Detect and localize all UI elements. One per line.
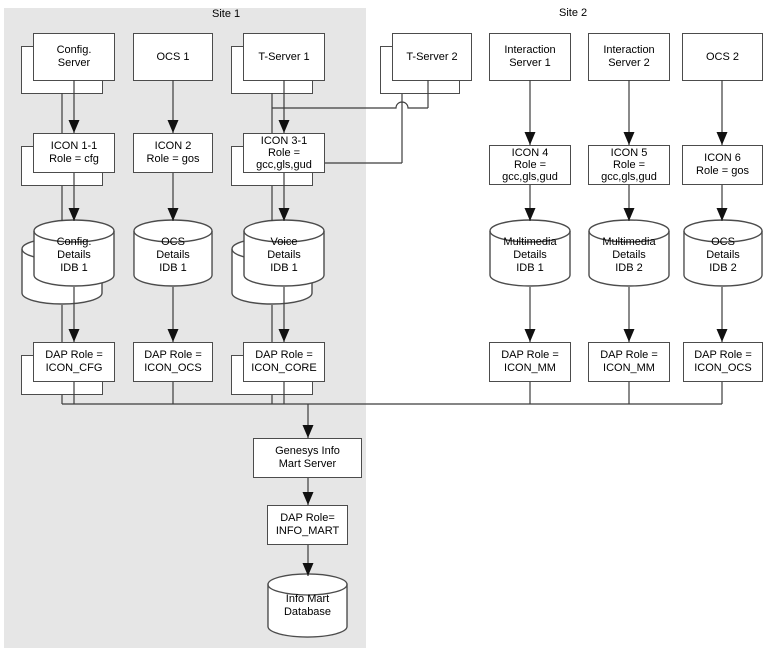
voice-details-idb1-label: Voice Details IDB 1 (267, 236, 301, 274)
dap-info-mart-node: DAP Role= INFO_MART (267, 505, 348, 545)
dap-info-mart-label: DAP Role= INFO_MART (275, 512, 340, 537)
interaction-server1-label: Interaction Server 1 (504, 44, 556, 69)
icon-6-node: ICON 6 Role = gos (682, 145, 763, 185)
config-details-idb1-label: Config. Details IDB 1 (56, 236, 92, 274)
mm-details-idb2-label: Multimedia Details IDB 2 (602, 236, 656, 274)
genesys-info-mart-server-node: Genesys Info Mart Server (253, 438, 362, 478)
interaction-server2-label: Interaction Server 2 (603, 44, 655, 69)
config-details-idb1-node: Config. Details IDB 1 (21, 219, 115, 305)
info-mart-database-label: Info Mart Database (283, 593, 332, 618)
config-server-label: Config. Server (56, 44, 92, 69)
icon-2-label: ICON 2 Role = gos (146, 140, 200, 165)
dap-icon-mm1-node: DAP Role = ICON_MM (489, 342, 571, 382)
mm-details-idb2-node: Multimedia Details IDB 2 (588, 219, 670, 287)
tserver1-label: T-Server 1 (258, 50, 310, 63)
site1-panel (4, 8, 366, 648)
dap-icon-ocs2-node: DAP Role = ICON_OCS (683, 342, 763, 382)
ocs-details-idb1-node: OCS Details IDB 1 (133, 219, 213, 287)
mm-details-idb1-node: Multimedia Details IDB 1 (489, 219, 571, 287)
database-cylinder-shape (267, 573, 348, 638)
info-mart-database-node: Info Mart Database (267, 573, 348, 638)
icon-1-1-node: ICON 1-1 Role = cfg (21, 133, 115, 186)
config-server-node: Config. Server (21, 33, 115, 94)
dap-icon-cfg-label: DAP Role = ICON_CFG (45, 349, 103, 374)
icon-3-1-label: ICON 3-1 Role = gcc,gls,gud (256, 135, 312, 171)
dap-icon-ocs2-label: DAP Role = ICON_OCS (694, 349, 752, 374)
tserver2-node: T-Server 2 (380, 33, 472, 94)
ocs2-label: OCS 2 (705, 50, 739, 63)
ocs-details-idb2-label: OCS Details IDB 2 (706, 236, 740, 274)
icon-4-label: ICON 4 Role = gcc,gls,gud (502, 147, 558, 183)
ocs1-label: OCS 1 (156, 50, 190, 63)
icon-1-1-label: ICON 1-1 Role = cfg (49, 140, 99, 165)
icon-5-label: ICON 5 Role = gcc,gls,gud (601, 147, 657, 183)
dap-icon-cfg-node: DAP Role = ICON_CFG (21, 342, 115, 395)
ocs2-node: OCS 2 (682, 33, 763, 81)
interaction-server2-node: Interaction Server 2 (588, 33, 670, 81)
site2-label: Site 2 (559, 7, 588, 19)
dap-icon-mm2-label: DAP Role = ICON_MM (600, 349, 658, 374)
dap-icon-ocs1-node: DAP Role = ICON_OCS (133, 342, 213, 382)
dap-icon-ocs1-label: DAP Role = ICON_OCS (144, 349, 202, 374)
dap-icon-core-label: DAP Role = ICON_CORE (251, 349, 317, 374)
icon-3-1-node: ICON 3-1 Role = gcc,gls,gud (231, 133, 325, 186)
tserver1-node: T-Server 1 (231, 33, 325, 94)
ocs1-node: OCS 1 (133, 33, 213, 81)
dap-icon-core-node: DAP Role = ICON_CORE (231, 342, 325, 395)
site1-label: Site 1 (212, 8, 241, 20)
genesys-info-mart-server-label: Genesys Info Mart Server (275, 445, 340, 470)
interaction-server1-node: Interaction Server 1 (489, 33, 571, 81)
icon-2-node: ICON 2 Role = gos (133, 133, 213, 173)
dap-icon-mm2-node: DAP Role = ICON_MM (588, 342, 670, 382)
mm-details-idb1-label: Multimedia Details IDB 1 (503, 236, 557, 274)
voice-details-idb1-node: Voice Details IDB 1 (231, 219, 325, 305)
icon-4-node: ICON 4 Role = gcc,gls,gud (489, 145, 571, 185)
icon-6-label: ICON 6 Role = gos (696, 152, 749, 177)
ocs-details-idb2-node: OCS Details IDB 2 (683, 219, 763, 287)
tserver2-label: T-Server 2 (406, 50, 458, 63)
ocs-details-idb1-label: OCS Details IDB 1 (156, 236, 190, 274)
icon-5-node: ICON 5 Role = gcc,gls,gud (588, 145, 670, 185)
dap-icon-mm1-label: DAP Role = ICON_MM (501, 349, 559, 374)
